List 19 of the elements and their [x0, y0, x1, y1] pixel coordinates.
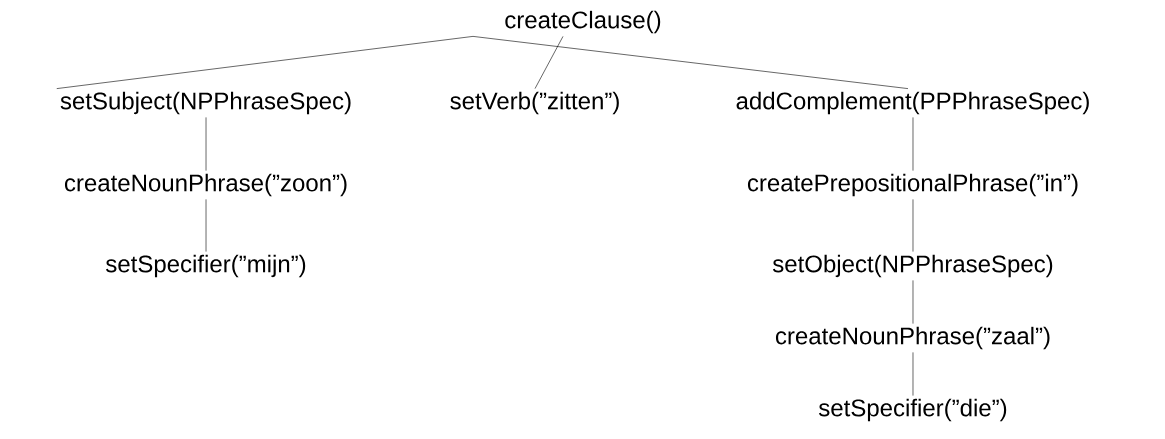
function-call: addComplement(PPPhraseSpec) [736, 91, 1089, 115]
function-call: setSubject(NPPhraseSpec) [60, 91, 351, 115]
tree-line [912, 199, 914, 252]
tree-line [56, 36, 474, 89]
function-call: createClause() [505, 10, 661, 34]
function-call: createNounPhrase(”zaal”) [775, 326, 1050, 350]
tree-line [534, 36, 564, 89]
tree-line [912, 117, 914, 171]
function-call: setVerb(”zitten”) [450, 91, 619, 115]
tree-line [205, 117, 207, 171]
tree-line [205, 199, 207, 252]
tree-line [912, 280, 914, 324]
tree-line [472, 36, 909, 89]
function-call: createNounPhrase(”zoon”) [64, 173, 347, 197]
function-call: createPrepositionalPhrase(”in”) [747, 173, 1078, 197]
function-call: setSpecifier(”die”) [819, 398, 1007, 422]
function-call: setObject(NPPhraseSpec) [772, 254, 1053, 278]
tree-line [912, 352, 914, 396]
function-call: setSpecifier(”mijn”) [106, 254, 306, 278]
